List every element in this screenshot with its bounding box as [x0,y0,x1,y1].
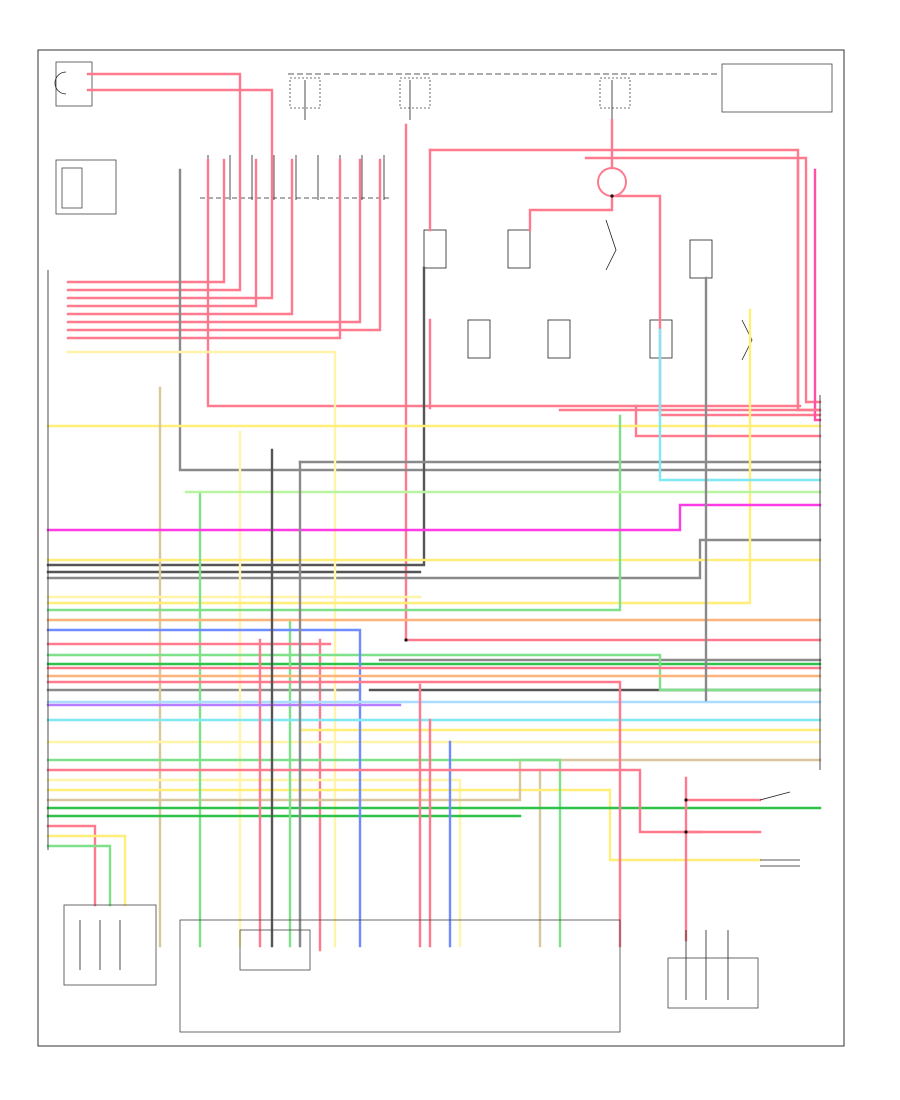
left-connector-block [55,159,117,215]
transmission-module [179,919,621,1033]
solenoid-row-lower [467,319,753,361]
wire-harness [46,72,822,952]
switch-symbol-right [759,791,800,867]
sensor-component-top-left [54,61,93,107]
junction-dots [404,194,688,834]
diagram-frame [37,49,845,1047]
connector-pins-top [200,155,392,200]
note-box [721,63,833,113]
fuse-group [289,77,631,120]
bottom-right-component [667,930,759,1009]
solenoid-row-upper [423,219,713,279]
bottom-left-switch-module [63,904,157,986]
diode-junction [597,167,627,197]
